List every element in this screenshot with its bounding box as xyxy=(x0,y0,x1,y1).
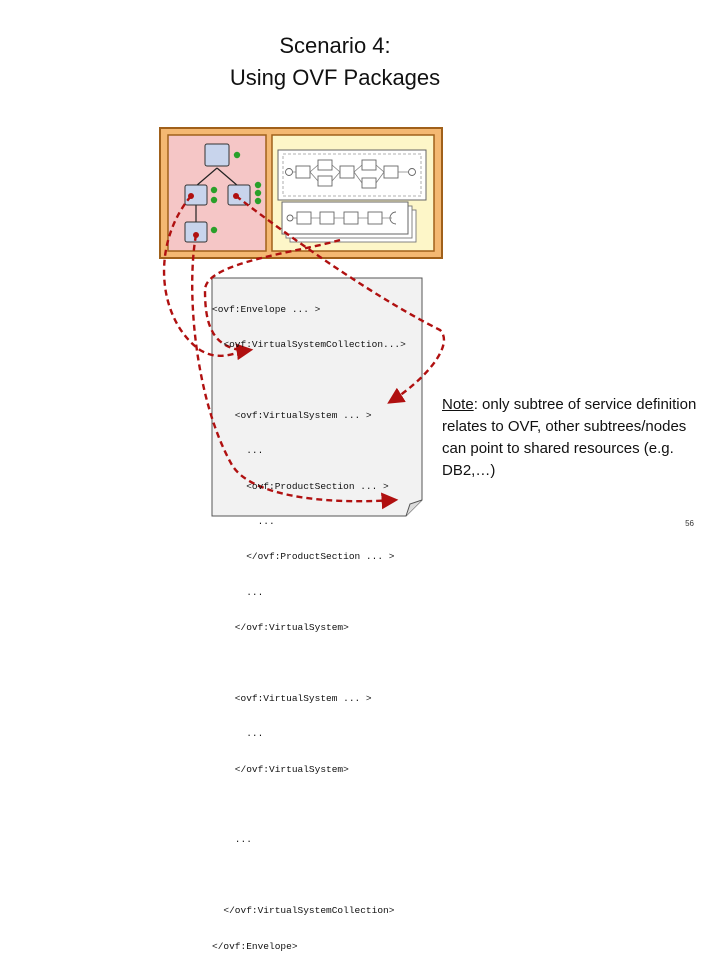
mapping-arrows xyxy=(162,195,446,510)
ovf-document xyxy=(211,277,423,517)
xml-line xyxy=(212,658,422,670)
xml-line: </ovf:VirtualSystem> xyxy=(212,622,349,634)
xml-line: </ovf:Envelope> xyxy=(212,940,298,952)
child-node-left xyxy=(184,184,208,206)
xml-line: </ovf:VirtualSystem> xyxy=(212,763,349,775)
xml-line: </ovf:ProductSection ... > xyxy=(212,551,395,563)
xml-line: <ovf:VirtualSystem ... > xyxy=(212,692,372,704)
connector-dots xyxy=(210,151,262,234)
child-node-right xyxy=(227,184,251,206)
arrow-envelope-to-tree xyxy=(162,195,254,361)
title-line-1: Scenario 4: xyxy=(279,33,391,58)
slide-title: Scenario 4: Using OVF Packages xyxy=(0,30,670,94)
note-text: : only subtree of service definition rel… xyxy=(442,396,697,479)
page-number: 56 xyxy=(685,519,694,528)
arrow-right-child-to-system xyxy=(235,195,446,404)
xml-line: ... xyxy=(212,586,264,598)
note-label: Note xyxy=(442,396,474,413)
xml-line: ... xyxy=(212,834,252,846)
xml-line xyxy=(212,799,422,811)
note-callout: Note: only subtree of service definition… xyxy=(442,394,702,482)
ovf-diagram xyxy=(159,127,446,517)
process-flow-lower xyxy=(281,201,417,243)
xml-line: </ovf:VirtualSystemCollection> xyxy=(212,905,395,917)
xml-line xyxy=(212,870,422,882)
arrow-collection-loop xyxy=(203,238,341,352)
xml-line: ... xyxy=(212,728,264,740)
process-flow-upper xyxy=(277,149,427,201)
arrow-leaf-to-collection xyxy=(191,234,399,510)
root-node xyxy=(204,143,230,167)
title-line-2: Using OVF Packages xyxy=(229,65,441,90)
tree-edges xyxy=(195,167,239,222)
